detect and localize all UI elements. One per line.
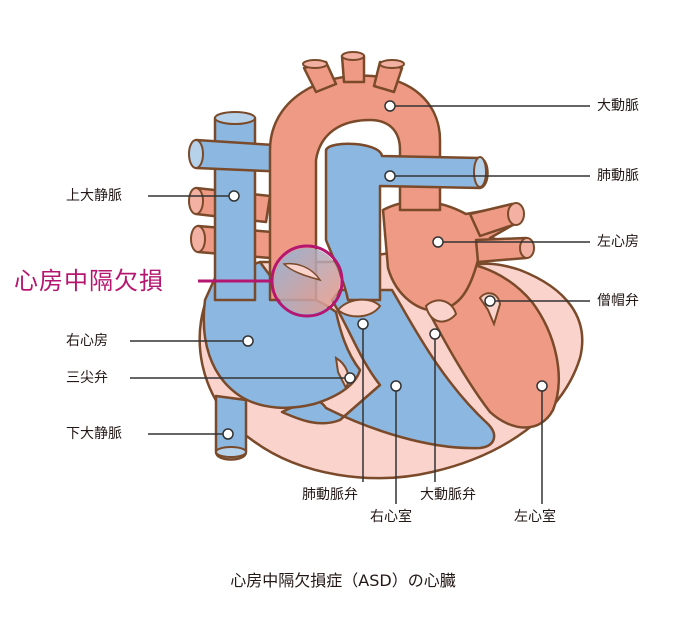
label-left-ventricle: 左心室 bbox=[514, 509, 556, 525]
label-pulmonary-valve: 肺動脈弁 bbox=[302, 487, 358, 503]
diagram-title: 心房中隔欠損症（ASD）の心臓 bbox=[230, 571, 456, 590]
pulmonary-artery-shape bbox=[324, 142, 489, 302]
label-mitral-valve: 僧帽弁 bbox=[597, 293, 639, 309]
leader-lines bbox=[130, 105, 590, 504]
marker-dots bbox=[222, 100, 548, 440]
label-left-atrium: 左心房 bbox=[597, 234, 639, 250]
aorta-shape bbox=[268, 74, 442, 302]
label-pulmonary-artery: 肺動脈 bbox=[597, 168, 639, 184]
label-superior-vena-cava: 上大静脈 bbox=[66, 188, 122, 204]
label-tricuspid-valve: 三尖弁 bbox=[66, 370, 108, 386]
label-atrial-septal-defect: 心房中隔欠損 bbox=[14, 267, 164, 295]
pulmonary-valve-shape bbox=[336, 298, 382, 318]
aortic-valve-shape bbox=[424, 299, 458, 323]
septal-defect-flap bbox=[282, 262, 322, 282]
label-aortic-valve: 大動脈弁 bbox=[420, 487, 476, 503]
label-right-atrium: 右心房 bbox=[66, 333, 108, 349]
label-inferior-vena-cava: 下大静脈 bbox=[66, 426, 122, 442]
label-aorta: 大動脈 bbox=[597, 98, 639, 114]
right-ventricle-shape bbox=[280, 288, 496, 450]
septal-defect-fill bbox=[274, 248, 340, 314]
label-right-ventricle: 右心室 bbox=[370, 509, 412, 525]
